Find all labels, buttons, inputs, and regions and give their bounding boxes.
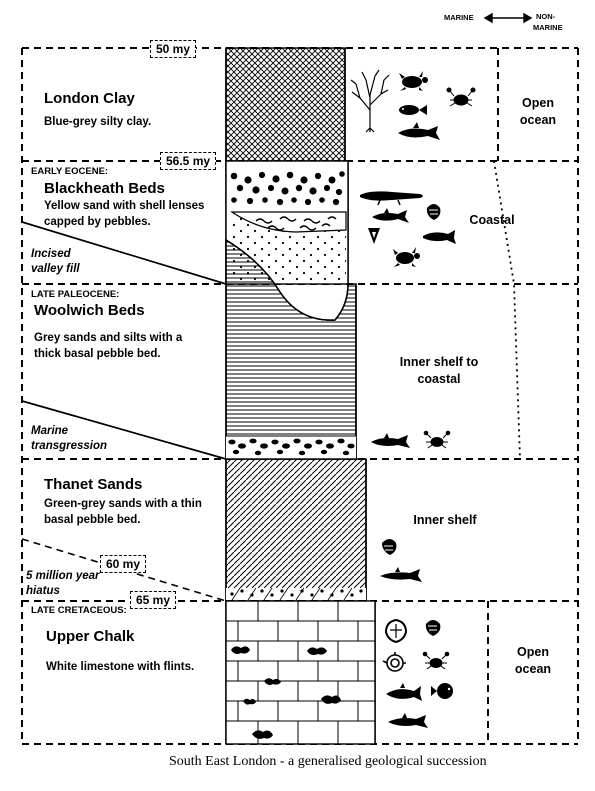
unit-desc-woolwich-beds: Grey sands and silts with a thick basal … [34, 332, 183, 360]
tree-icon [350, 69, 390, 133]
epoch-early-eocene: EARLY EOCENE: [31, 166, 109, 177]
thanet-sands-layer [225, 458, 367, 602]
legend-nonmarine-line2: MARINE [533, 23, 563, 32]
legend-nonmarine-line1: NON- [536, 12, 556, 21]
crab-icon [423, 430, 451, 449]
unit-desc-thanet-sands: Green-grey sands with a thin basal pebbl… [44, 498, 202, 526]
turtle-icon [399, 71, 428, 91]
unit-desc-upper-chalk: White limestone with flints. [46, 661, 195, 673]
shark-icon [388, 713, 428, 728]
shell-icon [425, 620, 441, 636]
env-thanet-sands: Inner shelf [413, 513, 477, 527]
unit-name-woolwich-beds: Woolwich Beds [34, 302, 145, 319]
unit-name-london-clay: London Clay [44, 90, 135, 107]
age-label-56: 56.5 my [160, 152, 217, 170]
fish-icon [386, 683, 422, 701]
crab-icon [446, 87, 476, 107]
age-label-60: 60 my [100, 555, 147, 573]
note-hiatus: 5 million year hiatus [26, 570, 100, 597]
unit-name-blackheath-beds: Blackheath Beds [44, 180, 165, 197]
woolwich-beds-layer [225, 238, 357, 460]
unit-name-upper-chalk: Upper Chalk [46, 628, 135, 645]
ammonite-icon [382, 652, 406, 672]
environment-separators [487, 48, 521, 744]
shell-icon [426, 204, 441, 220]
age-label-50: 50 my [150, 40, 197, 58]
legend-marine: MARINE [444, 13, 474, 22]
unit-desc-blackheath-beds: Yellow sand with shell lenses capped by … [44, 200, 205, 228]
unit-name-thanet-sands: Thanet Sands [44, 476, 143, 493]
fish-icon [431, 683, 453, 699]
figure-caption: South East London - a generalised geolog… [169, 754, 487, 769]
shell-icon [382, 539, 397, 555]
london-clay-layer [225, 47, 346, 162]
marine-nonmarine-arrow [483, 12, 533, 24]
shark-icon [398, 122, 440, 140]
env-woolwich-beds: Inner shelf to coastal [399, 355, 479, 386]
unit-desc-london-clay: Blue-grey silty clay. [44, 116, 152, 128]
epoch-late-cretaceous: LATE CRETACEOUS: [31, 605, 127, 616]
sea-urchin-icon [384, 618, 408, 644]
turtle-icon [393, 247, 420, 267]
shark-icon [380, 567, 422, 582]
env-london-clay: Open ocean [519, 96, 557, 127]
epoch-late-paleocene: LATE PALEOCENE: [31, 289, 120, 300]
incised-valley-boundary [21, 221, 227, 285]
fish-icon [423, 230, 456, 244]
marine-transgression-boundary [21, 400, 227, 460]
crocodile-icon [360, 191, 423, 206]
env-upper-chalk: Open ocean [514, 645, 552, 676]
crab-icon [422, 651, 450, 670]
tooth-icon [368, 228, 380, 244]
shark-icon [371, 433, 410, 448]
age-label-65: 65 my [130, 591, 177, 609]
fish-icon [399, 105, 427, 115]
note-incised-valley-fill: Incised valley fill [31, 248, 80, 275]
shark-icon [372, 208, 409, 223]
env-blackheath-beds: Coastal [469, 213, 515, 227]
upper-chalk-layer [225, 600, 376, 745]
note-marine-transgression: Marine transgression [31, 425, 108, 452]
